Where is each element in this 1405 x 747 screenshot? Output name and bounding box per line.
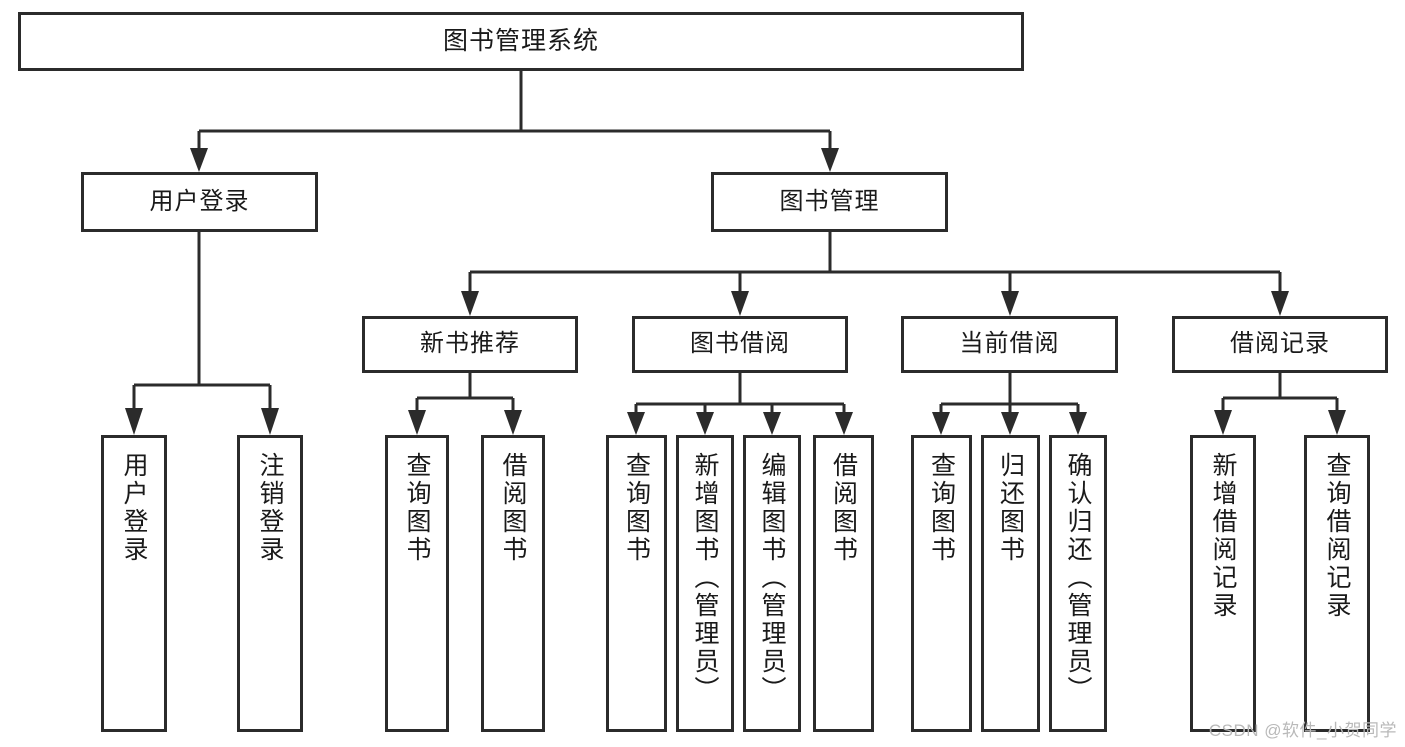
arrow-br-leaf-1 bbox=[1214, 410, 1232, 435]
node-label: 查询图书 bbox=[403, 452, 431, 564]
arrow-cb-leaf-2 bbox=[1001, 412, 1019, 435]
arrow-ul-leaf-1 bbox=[125, 408, 143, 435]
arrow-user-login bbox=[190, 148, 208, 172]
node-label: 用户登录 bbox=[120, 452, 148, 564]
node-label: 新书推荐 bbox=[420, 330, 520, 358]
node-label: 查询借阅记录 bbox=[1323, 452, 1351, 620]
arrow-bb-leaf-2 bbox=[696, 412, 714, 435]
arrow-borrow-record bbox=[1271, 291, 1289, 316]
leaf-book-borrow-edit-book[interactable]: 编辑图书（管理员） bbox=[743, 435, 801, 732]
leaf-current-borrow-return-book[interactable]: 归还图书 bbox=[981, 435, 1040, 732]
arrow-br-leaf-2 bbox=[1328, 410, 1346, 435]
arrow-nb-leaf-1 bbox=[408, 410, 426, 435]
node-borrow-record[interactable]: 借阅记录 bbox=[1172, 316, 1388, 373]
leaf-new-book-query-book[interactable]: 查询图书 bbox=[385, 435, 449, 732]
leaf-new-book-borrow-book[interactable]: 借阅图书 bbox=[481, 435, 545, 732]
node-label: 新增图书（管理员） bbox=[691, 452, 719, 704]
node-label: 图书管理系统 bbox=[442, 26, 599, 55]
arrow-current-borrow bbox=[1001, 291, 1019, 316]
leaf-borrow-record-add-record[interactable]: 新增借阅记录 bbox=[1190, 435, 1256, 732]
node-book-borrow[interactable]: 图书借阅 bbox=[632, 316, 848, 373]
node-current-borrow[interactable]: 当前借阅 bbox=[901, 316, 1118, 373]
node-label: 编辑图书（管理员） bbox=[758, 452, 786, 704]
arrow-bb-leaf-4 bbox=[835, 412, 853, 435]
leaf-user-login-login[interactable]: 用户登录 bbox=[101, 435, 167, 732]
node-label: 当前借阅 bbox=[959, 330, 1060, 358]
node-new-book-recommend[interactable]: 新书推荐 bbox=[362, 316, 578, 373]
leaf-user-login-logout[interactable]: 注销登录 bbox=[237, 435, 303, 732]
node-label: 借阅图书 bbox=[499, 452, 527, 564]
arrow-nb-leaf-2 bbox=[504, 410, 522, 435]
arrow-cb-leaf-3 bbox=[1069, 412, 1087, 435]
arrow-cb-leaf-1 bbox=[932, 412, 950, 435]
leaf-current-borrow-confirm-return[interactable]: 确认归还（管理员） bbox=[1049, 435, 1107, 732]
node-label: 确认归还（管理员） bbox=[1064, 452, 1092, 704]
csdn-watermark: CSDN @软件_小贺同学 bbox=[1208, 721, 1397, 740]
leaf-book-borrow-add-book[interactable]: 新增图书（管理员） bbox=[676, 435, 734, 732]
node-user-login[interactable]: 用户登录 bbox=[81, 172, 318, 232]
leaf-borrow-record-query-record[interactable]: 查询借阅记录 bbox=[1304, 435, 1370, 732]
leaf-current-borrow-query-book[interactable]: 查询图书 bbox=[911, 435, 972, 732]
node-label: 图书借阅 bbox=[690, 330, 790, 358]
node-label: 借阅图书 bbox=[829, 452, 858, 564]
arrow-ul-leaf-2 bbox=[261, 408, 279, 435]
leaf-book-borrow-query-book[interactable]: 查询图书 bbox=[606, 435, 667, 732]
leaf-book-borrow-borrow-book[interactable]: 借阅图书 bbox=[813, 435, 874, 732]
node-book-management[interactable]: 图书管理 bbox=[711, 172, 948, 232]
node-label: 借阅记录 bbox=[1230, 330, 1330, 358]
arrow-book-borrow bbox=[731, 291, 749, 316]
arrow-new-book bbox=[461, 291, 479, 316]
node-label: 注销登录 bbox=[256, 452, 284, 564]
node-root-book-management-system[interactable]: 图书管理系统 bbox=[18, 12, 1024, 71]
node-label: 图书管理 bbox=[779, 187, 880, 215]
node-label: 查询图书 bbox=[927, 452, 956, 564]
node-label: 新增借阅记录 bbox=[1209, 452, 1237, 620]
arrow-book-manage bbox=[821, 148, 839, 172]
node-label: 查询图书 bbox=[622, 452, 651, 564]
arrow-bb-leaf-3 bbox=[763, 412, 781, 435]
node-label: 归还图书 bbox=[996, 452, 1025, 564]
arrow-bb-leaf-1 bbox=[627, 412, 645, 435]
node-label: 用户登录 bbox=[149, 187, 250, 215]
